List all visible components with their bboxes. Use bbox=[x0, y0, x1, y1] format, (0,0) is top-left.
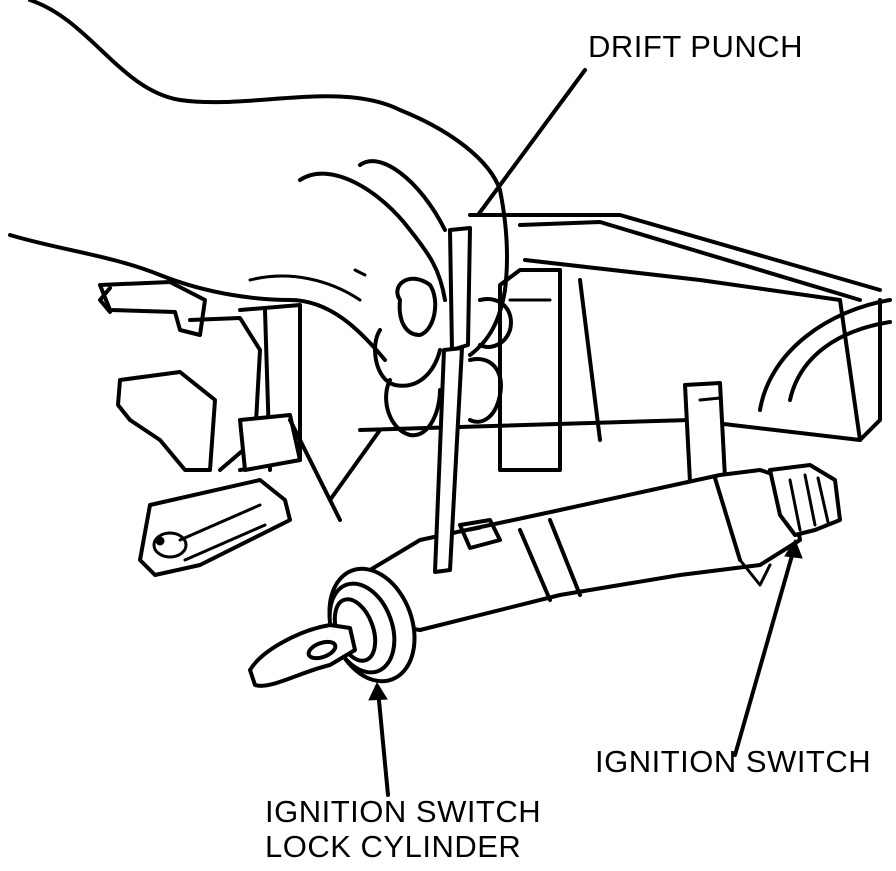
tilt-block bbox=[683, 381, 727, 484]
label-lock-cylinder-line1: IGNITION SWITCH bbox=[265, 794, 542, 829]
lock-cylinder-housing bbox=[368, 468, 802, 632]
ignition-key bbox=[248, 623, 357, 688]
label-lock-cylinder-line2: LOCK CYLINDER bbox=[265, 829, 522, 864]
leader-lines bbox=[368, 68, 803, 797]
leader-ignition-switch bbox=[733, 543, 797, 757]
drift-punch bbox=[433, 226, 472, 574]
leader-lock-cylinder bbox=[376, 688, 390, 797]
hand bbox=[8, 0, 513, 438]
leader-drift-punch bbox=[476, 68, 587, 217]
ignition-switch-body bbox=[768, 463, 842, 537]
turn-signal-linkage bbox=[98, 280, 382, 577]
label-ignition-switch: IGNITION SWITCH bbox=[595, 744, 872, 779]
label-drift-punch: DRIFT PUNCH bbox=[588, 29, 804, 64]
